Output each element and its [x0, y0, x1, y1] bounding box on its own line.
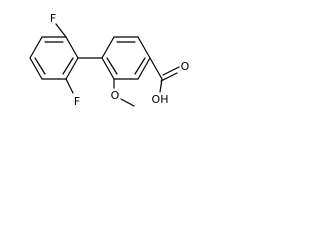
bond: [65, 36, 79, 59]
atom-f-top: F: [50, 12, 56, 25]
bond-c-f: [55, 23, 67, 38]
bond: [29, 57, 43, 80]
bond-o-ch3: [120, 98, 135, 107]
atom-o-carbonyl: O: [181, 60, 190, 73]
bond-c-f: [65, 78, 74, 94]
double-bond-inner: [34, 57, 46, 75]
double-bond-inner: [106, 57, 118, 75]
bond: [101, 36, 115, 59]
bond: [29, 36, 43, 59]
carbonyl-double-bond: [160, 72, 178, 82]
bond: [137, 36, 151, 59]
double-bond-inner: [134, 57, 146, 75]
atom-oh: OH: [152, 93, 169, 106]
atom-o-methoxy: O: [111, 89, 120, 102]
molecule-diagram: F F O O OH: [29, 12, 190, 108]
bond: [101, 57, 115, 80]
atom-f-bottom: F: [74, 95, 80, 108]
structure-canvas: F F O O OH: [0, 0, 208, 120]
bond: [65, 57, 79, 80]
bond: [137, 57, 151, 80]
difluorophenyl-ring: [29, 23, 79, 94]
bond-c-oh: [159, 78, 163, 93]
double-bond-inner: [62, 57, 74, 75]
bond-ring-cooh: [149, 57, 163, 80]
benzoic-acid-ring: [101, 36, 151, 80]
carbonyl-double-bond: [162, 66, 180, 76]
